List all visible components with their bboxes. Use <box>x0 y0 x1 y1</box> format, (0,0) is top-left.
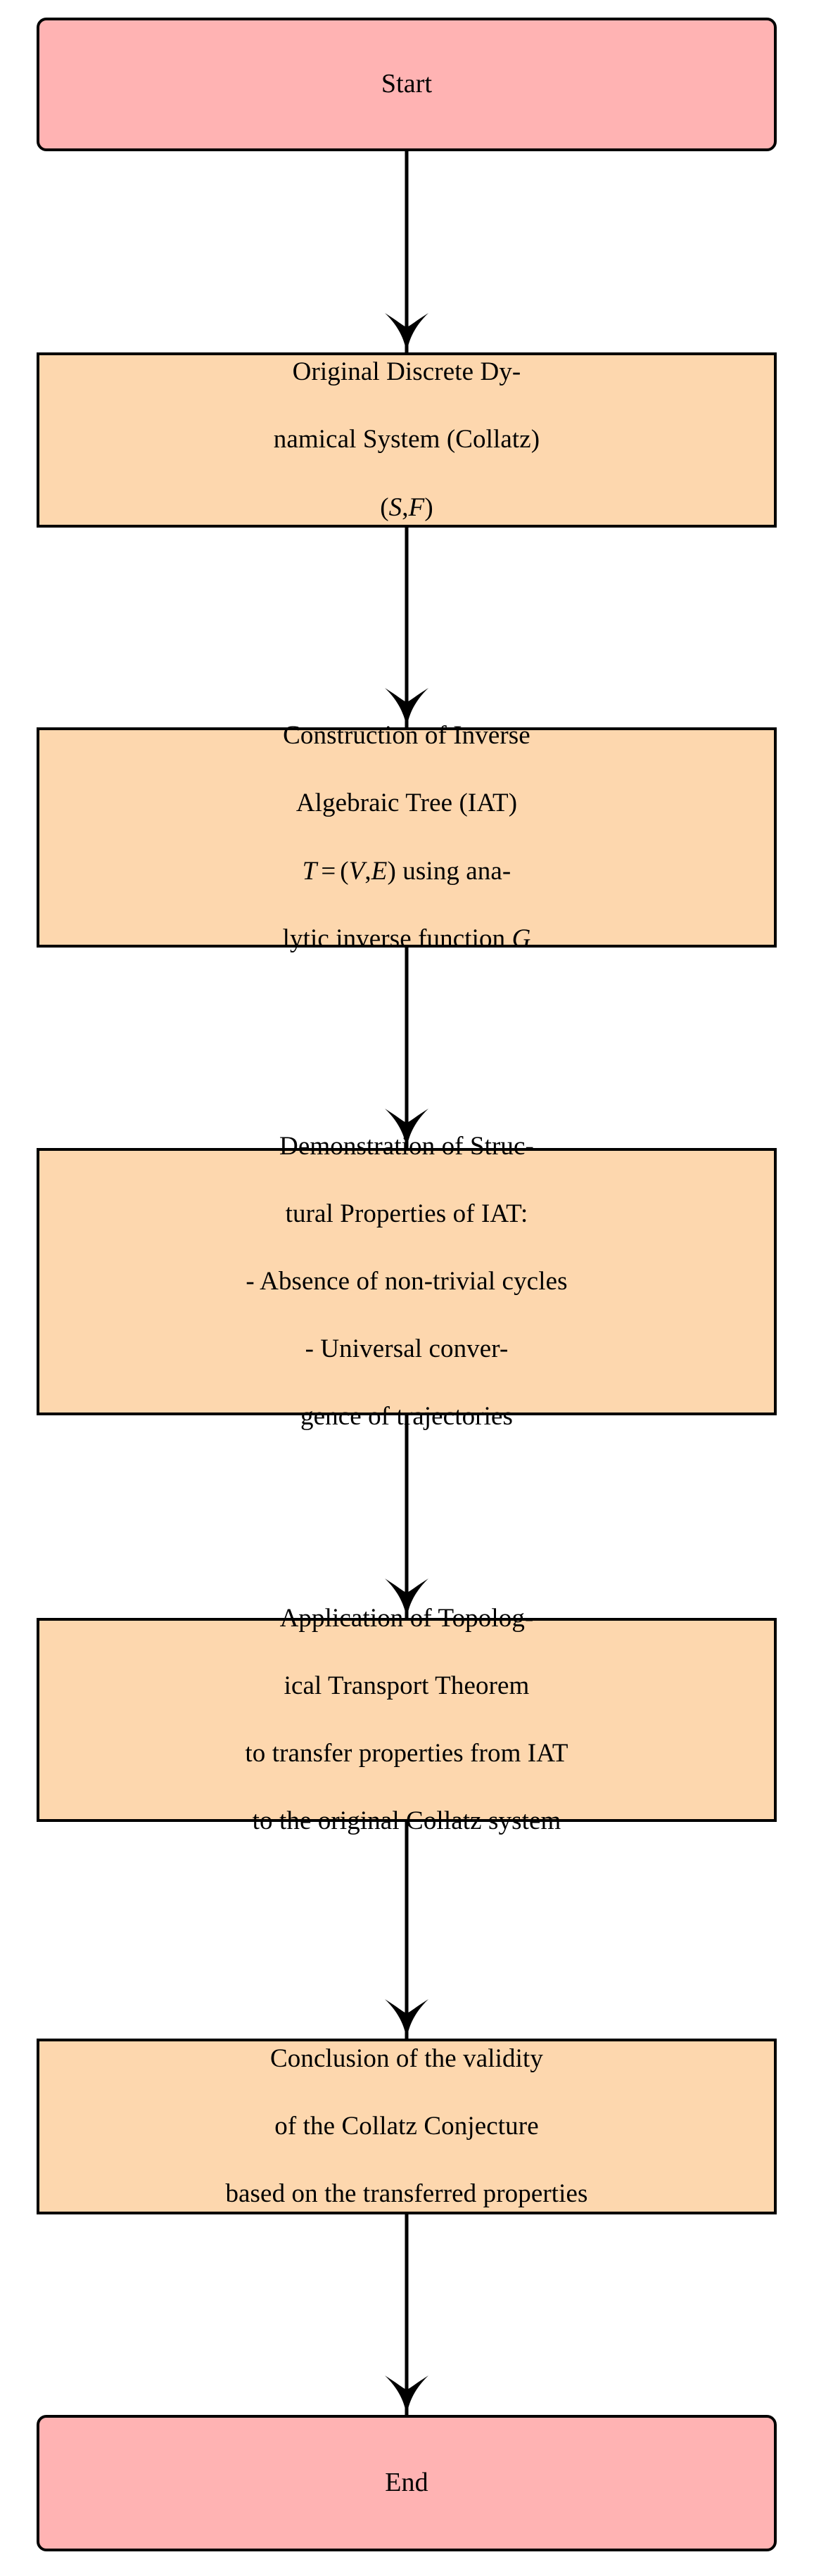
math-symbol-V: V <box>348 856 365 886</box>
math-symbol-E: E <box>371 856 388 886</box>
text-line: lytic inverse function G <box>283 922 531 956</box>
math-comma: , <box>402 492 409 522</box>
node-inverse-algebraic-tree-construction[interactable]: Construction of Inverse Algebraic Tree (… <box>37 721 777 953</box>
node-end[interactable]: End <box>37 2415 777 2551</box>
text-line: namical System (Collatz) <box>273 425 540 454</box>
text-line: ical Transport Theorem <box>284 1671 530 1700</box>
math-paren-open: ( <box>340 856 349 886</box>
math-symbol-F: F <box>408 492 425 522</box>
text-line: - Universal conver- <box>305 1334 509 1364</box>
text-line: Demonstration of Struc- <box>279 1131 534 1161</box>
text-line: - Absence of non-trivial cycles <box>246 1266 568 1296</box>
text-line: Algebraic Tree (IAT) <box>295 789 518 818</box>
math-paren-close: ) <box>387 856 396 886</box>
node-iat-construction-label: Construction of Inverse Algebraic Tree (… <box>276 685 538 990</box>
text-line: based on the transferred properties <box>225 2179 588 2209</box>
math-symbol-T: T <box>302 856 317 886</box>
node-conclusion-label: Conclusion of the validity of the Collat… <box>218 2008 594 2245</box>
text-line: of the Collatz Conjecture <box>274 2111 539 2141</box>
text-line: to the original Collatz system <box>252 1806 561 1836</box>
node-end-label: End <box>385 2468 428 2498</box>
node-start[interactable]: Start <box>37 18 777 151</box>
math-equals: = <box>321 856 336 886</box>
math-line: T=(V,E) using ana- <box>283 855 531 888</box>
text-line: Construction of Inverse <box>283 721 530 751</box>
math-symbol-S: S <box>388 492 402 522</box>
text-line: to transfer properties from IAT <box>245 1739 568 1768</box>
node-topological-transport-label: Application of Topolog- ical Transport T… <box>238 1568 575 1873</box>
node-original-system-label: Original Discrete Dy- namical System (Co… <box>267 321 547 559</box>
node-conclusion-of-validity[interactable]: Conclusion of the validity of the Collat… <box>37 2039 777 2214</box>
math-tail-text: using ana- <box>395 856 511 886</box>
math-symbol-G: G <box>511 924 531 953</box>
math-paren-close: ) <box>424 492 433 522</box>
math-paren-open: ( <box>380 492 389 522</box>
text-line: Application of Topolog- <box>279 1603 534 1633</box>
text-line: Conclusion of the validity <box>270 2043 543 2073</box>
math-comma: , <box>364 856 371 886</box>
node-original-discrete-dynamical-system[interactable]: Original Discrete Dy- namical System (Co… <box>37 352 777 528</box>
text-line: Original Discrete Dy- <box>292 357 521 387</box>
math-line: (S,F) <box>274 491 540 525</box>
node-structural-properties-of-iat[interactable]: Demonstration of Struc- tural Properties… <box>37 1132 777 1431</box>
text-line: tural Properties of IAT: <box>285 1199 528 1228</box>
tail-line-text: lytic inverse function <box>282 924 512 953</box>
node-topological-transport-theorem[interactable]: Application of Topolog- ical Transport T… <box>37 1604 777 1835</box>
text-line: gence of trajectories <box>300 1402 514 1432</box>
node-structural-properties-label: Demonstration of Struc- tural Properties… <box>239 1095 574 1467</box>
node-start-label: Start <box>381 69 433 99</box>
